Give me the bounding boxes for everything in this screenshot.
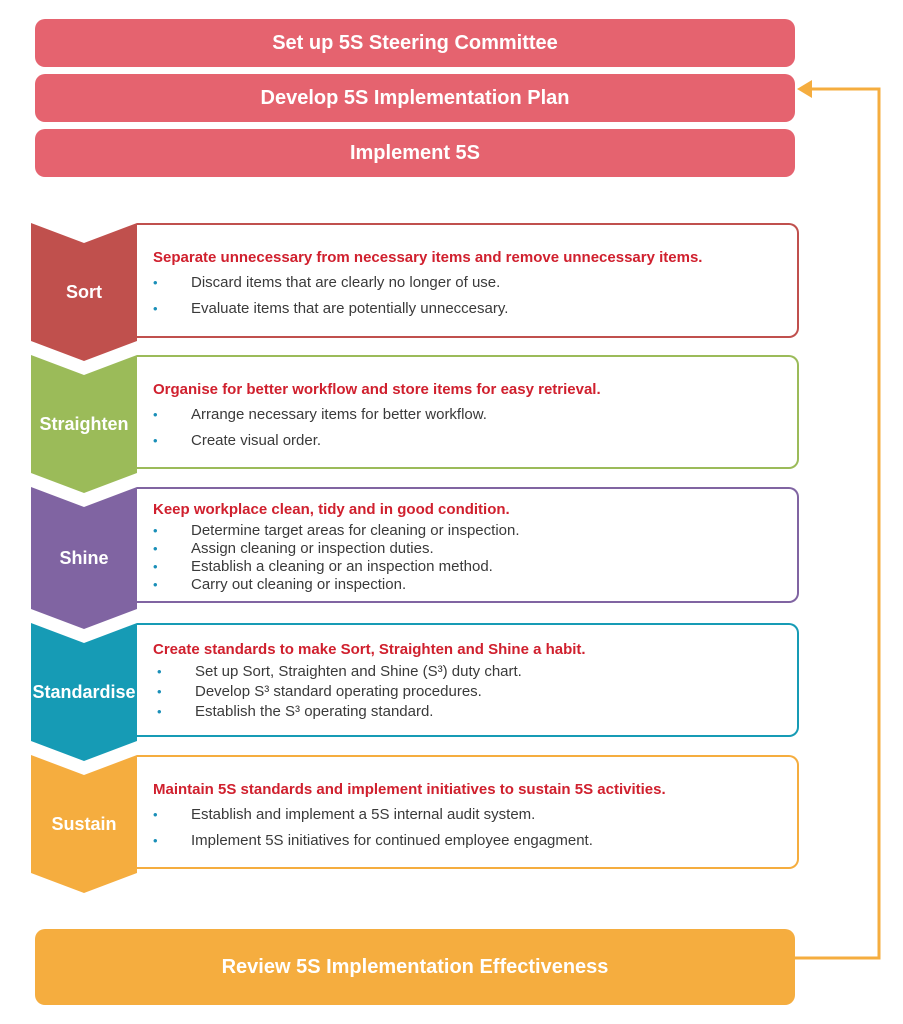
list-item: • Establish the S³ operating standard. xyxy=(157,702,797,722)
chevron-standardise xyxy=(31,623,137,761)
list-item-text: Create visual order. xyxy=(191,432,322,449)
pillar-heading: Separate unnecessary from necessary item… xyxy=(153,249,703,266)
chevron-straighten xyxy=(31,355,137,493)
list-item-text: Establish a cleaning or an inspection me… xyxy=(191,558,493,575)
list-item-text: Discard items that are clearly no longer… xyxy=(191,274,501,291)
step-develop-plan-label: Develop 5S Implementation Plan xyxy=(260,86,570,109)
list-item-text: Carry out cleaning or inspection. xyxy=(191,576,407,593)
list-item: • Arrange necessary items for better work… xyxy=(153,402,797,428)
step-review-effectiveness: Review 5S Implementation Effectiveness xyxy=(35,929,795,1005)
pillar-sustain-label: Sustain xyxy=(31,755,137,875)
pillar-heading: Keep workplace clean, tidy and in good c… xyxy=(153,501,510,518)
list-item-text: Evaluate items that are potentially unne… xyxy=(191,300,509,317)
pillar-shine-label: Shine xyxy=(31,487,137,611)
bullet-icon: • xyxy=(153,275,158,290)
bullet-icon: • xyxy=(153,541,158,556)
pillar-shine-card: Keep workplace clean, tidy and in good c… xyxy=(137,487,799,603)
pillar-sort-card: Separate unnecessary from necessary item… xyxy=(137,223,799,338)
bullet-icon: • xyxy=(153,407,158,422)
pillar-items: • Determine target areas for cleaning or … xyxy=(153,522,797,594)
pillar-name: Straighten xyxy=(39,413,129,434)
chevron-shine xyxy=(31,487,137,629)
list-item: • Discard items that are clearly no longe… xyxy=(153,270,797,296)
bullet-icon: • xyxy=(157,684,162,699)
feedback-loop-arrow xyxy=(795,87,881,960)
pillar-heading: Maintain 5S standards and implement init… xyxy=(153,781,666,798)
feedback-arrowhead xyxy=(797,80,812,98)
bullet-icon: • xyxy=(153,833,158,848)
list-item: • Assign cleaning or inspection duties. xyxy=(153,540,797,558)
pillar-standardise-label: Standardise xyxy=(31,623,137,743)
list-item: • Implement 5S initiatives for continued … xyxy=(153,828,797,854)
pillar-straighten-label: Straighten xyxy=(31,355,137,475)
bullet-icon: • xyxy=(157,704,162,719)
bullet-icon: • xyxy=(153,559,158,574)
step-setup-committee: Set up 5S Steering Committee xyxy=(35,19,795,67)
pillar-straighten-card: Organise for better workflow and store i… xyxy=(137,355,799,469)
pillar-name: Standardise xyxy=(32,681,136,702)
list-item-text: Arrange necessary items for better workf… xyxy=(191,406,487,423)
step-setup-committee-label: Set up 5S Steering Committee xyxy=(272,31,558,54)
pillar-heading: Create standards to make Sort, Straighte… xyxy=(153,641,586,658)
pillar-items: • Set up Sort, Straighten and Shine (S³) … xyxy=(153,662,797,722)
pillar-items: • Establish and implement a 5S internal a… xyxy=(153,802,797,854)
bullet-icon: • xyxy=(153,807,158,822)
step-develop-plan: Develop 5S Implementation Plan xyxy=(35,74,795,122)
pillar-sustain-card: Maintain 5S standards and implement init… xyxy=(137,755,799,869)
pillar-name: Sort xyxy=(66,281,102,302)
step-review-label: Review 5S Implementation Effectiveness xyxy=(221,955,609,978)
list-item-text: Establish the S³ operating standard. xyxy=(195,703,434,720)
chevron-sustain xyxy=(31,755,137,893)
step-implement-label: Implement 5S xyxy=(349,141,481,164)
list-item: • Evaluate items that are potentially unn… xyxy=(153,296,797,322)
list-item-text: Implement 5S initiatives for continued e… xyxy=(191,832,593,849)
list-item: • Create visual order. xyxy=(153,428,797,454)
pillar-items: • Discard items that are clearly no longe… xyxy=(153,270,797,322)
list-item-text: Set up Sort, Straighten and Shine (S³) d… xyxy=(195,663,522,680)
pillar-items: • Arrange necessary items for better work… xyxy=(153,402,797,454)
bullet-icon: • xyxy=(153,523,158,538)
list-item: • Carry out cleaning or inspection. xyxy=(153,576,797,594)
bullet-icon: • xyxy=(153,433,158,448)
list-item-text: Determine target areas for cleaning or i… xyxy=(191,522,520,539)
list-item: • Establish and implement a 5S internal a… xyxy=(153,802,797,828)
pillar-standardise-card: Create standards to make Sort, Straighte… xyxy=(137,623,799,737)
list-item: • Set up Sort, Straighten and Shine (S³) … xyxy=(157,662,797,682)
list-item: • Determine target areas for cleaning or … xyxy=(153,522,797,540)
bullet-icon: • xyxy=(153,577,158,592)
bullet-icon: • xyxy=(153,301,158,316)
pillar-name: Sustain xyxy=(51,813,117,834)
pillar-name: Shine xyxy=(59,547,109,568)
list-item-text: Develop S³ standard operating procedures… xyxy=(195,683,482,700)
list-item: • Establish a cleaning or an inspection m… xyxy=(153,558,797,576)
chevron-sort xyxy=(31,223,137,361)
bullet-icon: • xyxy=(157,664,162,679)
step-implement: Implement 5S xyxy=(35,129,795,177)
pillar-sort-label: Sort xyxy=(31,223,137,343)
list-item: • Develop S³ standard operating procedure… xyxy=(157,682,797,702)
list-item-text: Establish and implement a 5S internal au… xyxy=(191,806,536,823)
pillar-heading: Organise for better workflow and store i… xyxy=(153,381,601,398)
list-item-text: Assign cleaning or inspection duties. xyxy=(191,540,434,557)
